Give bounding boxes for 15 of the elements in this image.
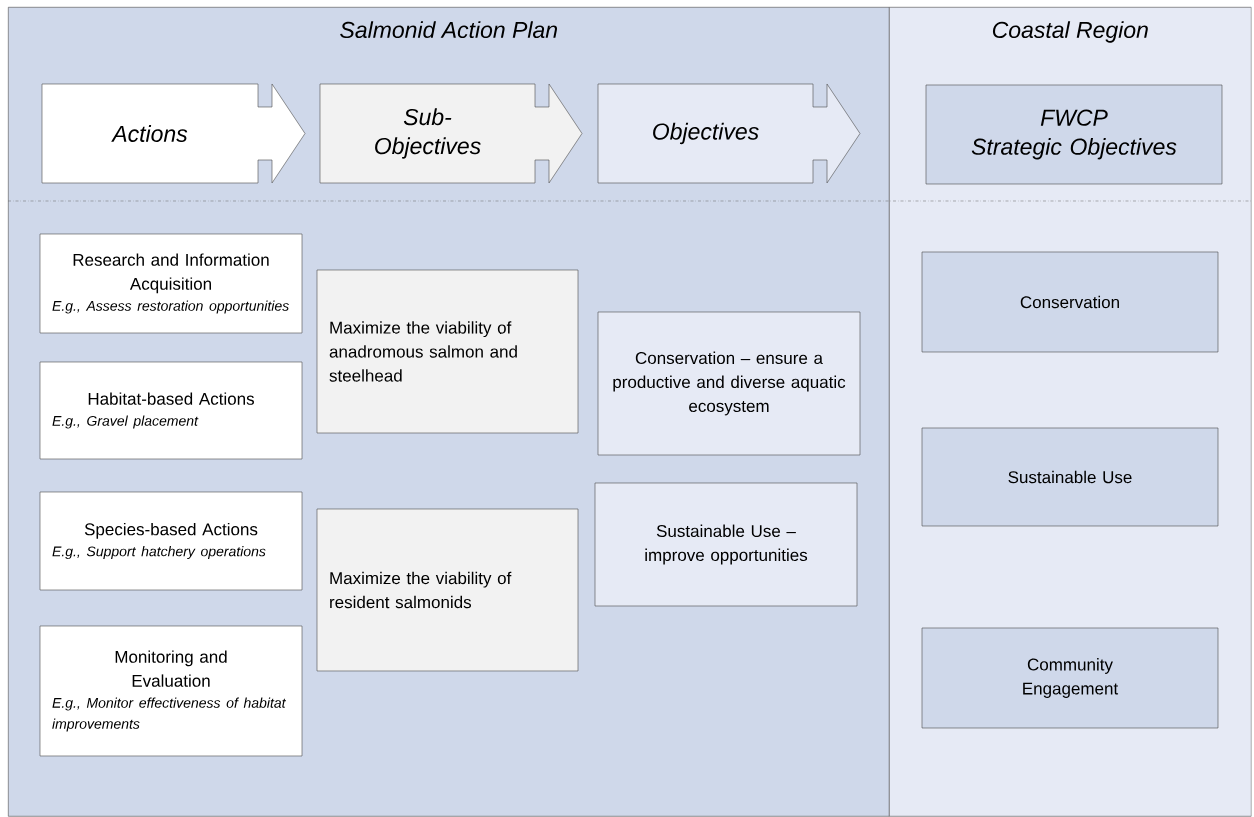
text-box: Conservation <box>921 251 1219 353</box>
column-header: Objectives <box>597 83 861 184</box>
text-box: Research and Information Acquisition E.g., Assess restoration opportunities <box>39 233 303 334</box>
text-box: Maximize the viability of anadromous salmon and steelhead <box>316 269 579 434</box>
text-box: Species-based Actions E.g., Support hatchery operations <box>39 491 303 591</box>
column-header: Sub-Objectives <box>319 83 583 184</box>
text-box: Community Engagement <box>921 627 1219 729</box>
text-box: Conservation – ensure a productive and diverse aquatic ecosystem <box>597 311 861 456</box>
text-box: Maximize the viability of resident salmonids <box>316 508 579 672</box>
heading-box: FWCP Strategic Objectives <box>925 84 1223 185</box>
text-box: Sustainable Use – improve opportunities <box>594 482 858 607</box>
text-box: Sustainable Use <box>921 427 1219 527</box>
column-header: Actions <box>41 83 306 184</box>
text-box: Habitat-based Actions E.g., Gravel placement <box>39 361 303 460</box>
text-box: Monitoring and Evaluation E.g., Monitor effectiveness of habitat improvements <box>39 625 303 757</box>
